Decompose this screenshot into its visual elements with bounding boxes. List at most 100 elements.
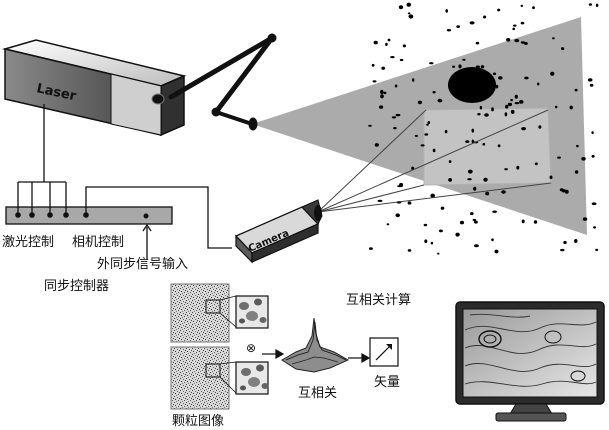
seed-particle: [407, 201, 412, 205]
seed-particle: [495, 84, 499, 89]
seed-particle: [494, 249, 499, 254]
seed-particle: [514, 39, 520, 43]
particle-image-frame-1: [170, 283, 237, 343]
seed-particle: [407, 249, 412, 252]
seed-particle: [429, 62, 434, 65]
seed-particle: [427, 121, 431, 124]
seed-particle: [459, 220, 465, 225]
seed-particle: [477, 113, 481, 116]
seed-particle: [561, 189, 566, 193]
seed-particle: [448, 160, 452, 164]
light-sheet: [252, 17, 587, 235]
light-guide-arm: [168, 33, 277, 131]
seed-particle: [532, 6, 535, 10]
seed-particle: [497, 144, 501, 148]
seed-particle: [474, 244, 479, 248]
seed-particle: [424, 133, 429, 136]
seed-particle: [420, 144, 425, 147]
seed-particle: [483, 177, 488, 182]
seed-particle: [471, 139, 474, 144]
seed-particle: [394, 84, 398, 88]
seed-particle: [498, 76, 503, 80]
seed-particle: [414, 134, 418, 137]
seed-particle: [445, 9, 449, 13]
seed-particle: [510, 109, 515, 114]
seed-particle: [372, 80, 377, 83]
seed-particle: [554, 105, 558, 109]
seed-particle: [512, 27, 515, 31]
seed-particle: [407, 12, 411, 15]
camera-control-label: 相机控制: [72, 235, 124, 250]
seed-particle: [574, 239, 578, 243]
seed-particle: [430, 241, 434, 245]
seed-particle: [524, 76, 529, 80]
seed-particle: [471, 128, 475, 133]
seed-particle: [462, 58, 466, 61]
seed-particle: [563, 240, 567, 245]
seed-particle: [480, 65, 485, 69]
seed-particle: [504, 168, 508, 171]
seed-particle: [595, 3, 599, 7]
seed-particle: [505, 104, 509, 109]
cross-correlation-label: 互相关: [298, 386, 337, 401]
seed-particle: [485, 191, 490, 196]
seed-particle: [432, 148, 436, 153]
seed-particle: [491, 238, 494, 242]
seed-particle: [373, 40, 378, 45]
seed-particle: [473, 220, 478, 224]
camera: Camera: [234, 199, 323, 264]
seed-particle: [371, 63, 375, 67]
seed-particle: [552, 37, 555, 40]
seed-particle: [408, 14, 414, 19]
seed-particle: [520, 4, 523, 8]
laser-control-label: 激光控制: [2, 235, 54, 250]
zoom-window-1: [235, 295, 269, 329]
seed-particle: [504, 112, 508, 117]
result-monitor: [455, 301, 605, 422]
seed-particle: [561, 47, 565, 51]
seed-particle: [387, 38, 391, 42]
seed-particle: [581, 157, 586, 161]
seed-particle: [473, 186, 477, 191]
seed-particle: [470, 212, 474, 216]
seed-particle: [501, 190, 506, 194]
seed-particle: [395, 113, 401, 117]
seed-particle: [426, 123, 429, 126]
seed-particle: [475, 41, 480, 45]
correlation-peak-plot: [281, 317, 350, 373]
seed-particle: [591, 131, 594, 135]
seed-particle: [469, 21, 475, 25]
particle-images-label: 颗粒图像: [172, 414, 224, 429]
seed-particle: [492, 72, 497, 76]
seed-particle: [538, 125, 542, 129]
seed-particle: [399, 58, 404, 62]
particle-image-frame-2: [170, 346, 237, 410]
seed-particle: [417, 100, 422, 105]
seed-particle: [557, 156, 561, 159]
seed-particle: [484, 113, 489, 117]
seeding-particles: [368, 2, 599, 255]
wiring: [17, 104, 232, 259]
seed-particle: [390, 56, 395, 59]
seed-particle: [472, 218, 477, 222]
seed-particle: [514, 94, 518, 99]
seed-particle: [379, 105, 384, 109]
seed-particle: [430, 193, 436, 198]
seed-particle: [510, 98, 513, 102]
seed-particle: [582, 217, 588, 221]
seed-particle: [569, 105, 573, 110]
seed-particle: [437, 98, 443, 103]
vector-label: 矢量: [374, 375, 400, 390]
seed-particle: [516, 165, 520, 170]
seed-particle: [595, 248, 599, 251]
seed-particle: [393, 126, 397, 130]
seed-particle: [479, 105, 483, 110]
seed-particle: [589, 83, 594, 87]
seed-particle: [368, 124, 372, 127]
sync-controller-label: 同步控制器: [44, 279, 109, 294]
seed-particle: [591, 202, 597, 205]
seed-particle: [423, 223, 428, 227]
laser-head: Laser: [2, 39, 187, 137]
seed-particle: [368, 247, 373, 250]
seed-particle: [588, 3, 593, 6]
